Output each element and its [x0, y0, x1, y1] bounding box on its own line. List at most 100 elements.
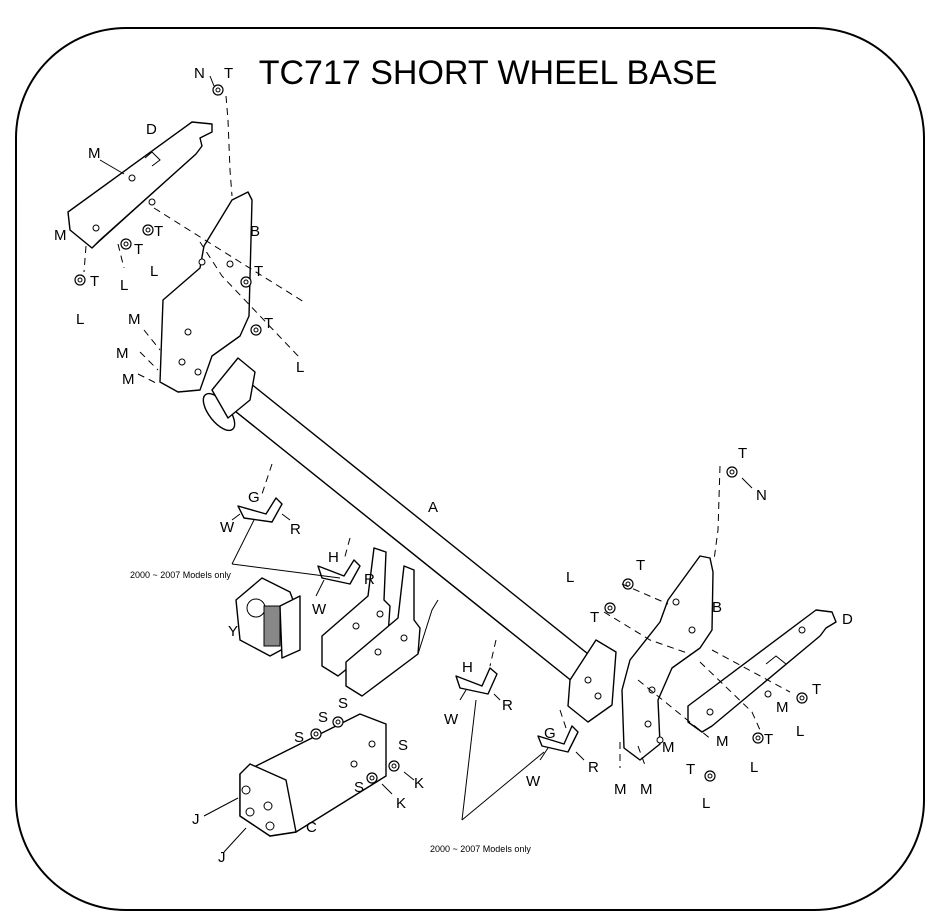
label-t-6: T [636, 557, 645, 574]
bracket-h-upper [317, 559, 361, 585]
hole [148, 198, 156, 206]
side-bracket-b-right [621, 555, 714, 761]
label-m-3: M [128, 311, 141, 328]
label-y: Y [228, 623, 238, 640]
label-w-1: W [220, 519, 235, 536]
label-l-8: L [702, 795, 710, 812]
label-l-3: L [76, 311, 84, 328]
leader-lines [99, 75, 753, 853]
label-m-2: M [54, 227, 67, 244]
hole [672, 598, 680, 606]
label-l-2: L [120, 277, 128, 294]
label-l-6: L [796, 723, 804, 740]
bracket-g-upper [237, 497, 283, 523]
hole [648, 686, 656, 694]
label-r-4: R [588, 759, 599, 776]
label-b-right: B [712, 599, 722, 616]
label-m-5: M [122, 371, 135, 388]
label-m-7: M [716, 733, 729, 750]
label-t-top-left: T [224, 65, 233, 82]
mount-plate-r-lower [345, 565, 421, 697]
label-s-1: S [294, 729, 304, 746]
hole [92, 224, 100, 232]
label-r-2: R [364, 571, 375, 588]
socket-plate-y [235, 577, 301, 659]
label-j-1: J [192, 811, 200, 828]
hole [128, 174, 136, 182]
label-t-right-top: T [738, 445, 747, 462]
label-g-lower: G [544, 725, 556, 742]
label-t-3: T [90, 273, 99, 290]
hole [688, 626, 696, 634]
models-note-upper: 2000 ~ 2007 Models only [130, 570, 231, 580]
rounded-border [15, 27, 925, 911]
label-d-right: D [842, 611, 853, 628]
label-m-9: M [614, 781, 627, 798]
hole [226, 260, 234, 268]
tube-end-plate-right [567, 639, 617, 723]
label-n-right: N [756, 487, 767, 504]
hole [194, 368, 202, 376]
label-h-lower: H [462, 659, 473, 676]
models-note-lower: 2000 ~ 2007 Models only [430, 844, 531, 854]
hole [178, 358, 186, 366]
hole [400, 634, 408, 642]
label-s-2: S [318, 709, 328, 726]
drop-plate-c [239, 713, 387, 837]
label-m-10: M [640, 781, 653, 798]
label-c: C [306, 819, 317, 836]
label-w-3: W [444, 711, 459, 728]
hole [764, 690, 772, 698]
hole [644, 720, 652, 728]
label-t-9: T [764, 731, 773, 748]
label-r-3: R [502, 697, 513, 714]
hole [184, 328, 192, 336]
label-k-1: K [414, 775, 424, 792]
label-r-1: R [290, 521, 301, 538]
label-t-4: T [254, 263, 263, 280]
label-t-8: T [812, 681, 821, 698]
hole [376, 610, 384, 618]
label-j-2: J [218, 849, 226, 866]
label-s-3: S [338, 695, 348, 712]
label-m-4: M [116, 345, 129, 362]
label-s-5: S [354, 779, 364, 796]
label-l-7: L [750, 759, 758, 776]
label-l-5: L [566, 569, 574, 586]
label-k-2: K [396, 795, 406, 812]
diagram-title: TC717 SHORT WHEEL BASE [259, 54, 718, 92]
part-labels: A B B D D C Y G G H H R R R R W W W W N … [54, 65, 853, 866]
top-bracket-d-left [67, 121, 213, 249]
label-m-1: M [88, 145, 101, 162]
label-m-8: M [662, 739, 675, 756]
label-d-left: D [146, 121, 157, 138]
nuts [74, 84, 808, 784]
hole [594, 692, 602, 700]
bracket-h-lower [455, 667, 498, 695]
label-b-left: B [250, 223, 260, 240]
side-bracket-b-left [159, 191, 253, 393]
label-w-2: W [312, 601, 327, 618]
hole [198, 258, 206, 266]
hole [706, 708, 714, 716]
label-l-1: L [150, 263, 158, 280]
label-h-upper: H [328, 549, 339, 566]
tube-end-plate-left [211, 357, 256, 419]
label-n-left: N [194, 65, 205, 82]
label-s-4: S [398, 737, 408, 754]
label-m-6: M [776, 699, 789, 716]
hole [374, 648, 382, 656]
hole [352, 622, 360, 630]
label-t-10: T [686, 761, 695, 778]
hole [798, 626, 806, 634]
label-l-4: L [296, 359, 304, 376]
label-g-upper: G [248, 489, 260, 506]
label-a: A [428, 499, 438, 516]
label-t-2: T [134, 241, 143, 258]
label-t-7: T [590, 609, 599, 626]
label-w-4: W [526, 773, 541, 790]
hole [656, 736, 664, 744]
label-t-1: T [154, 223, 163, 240]
